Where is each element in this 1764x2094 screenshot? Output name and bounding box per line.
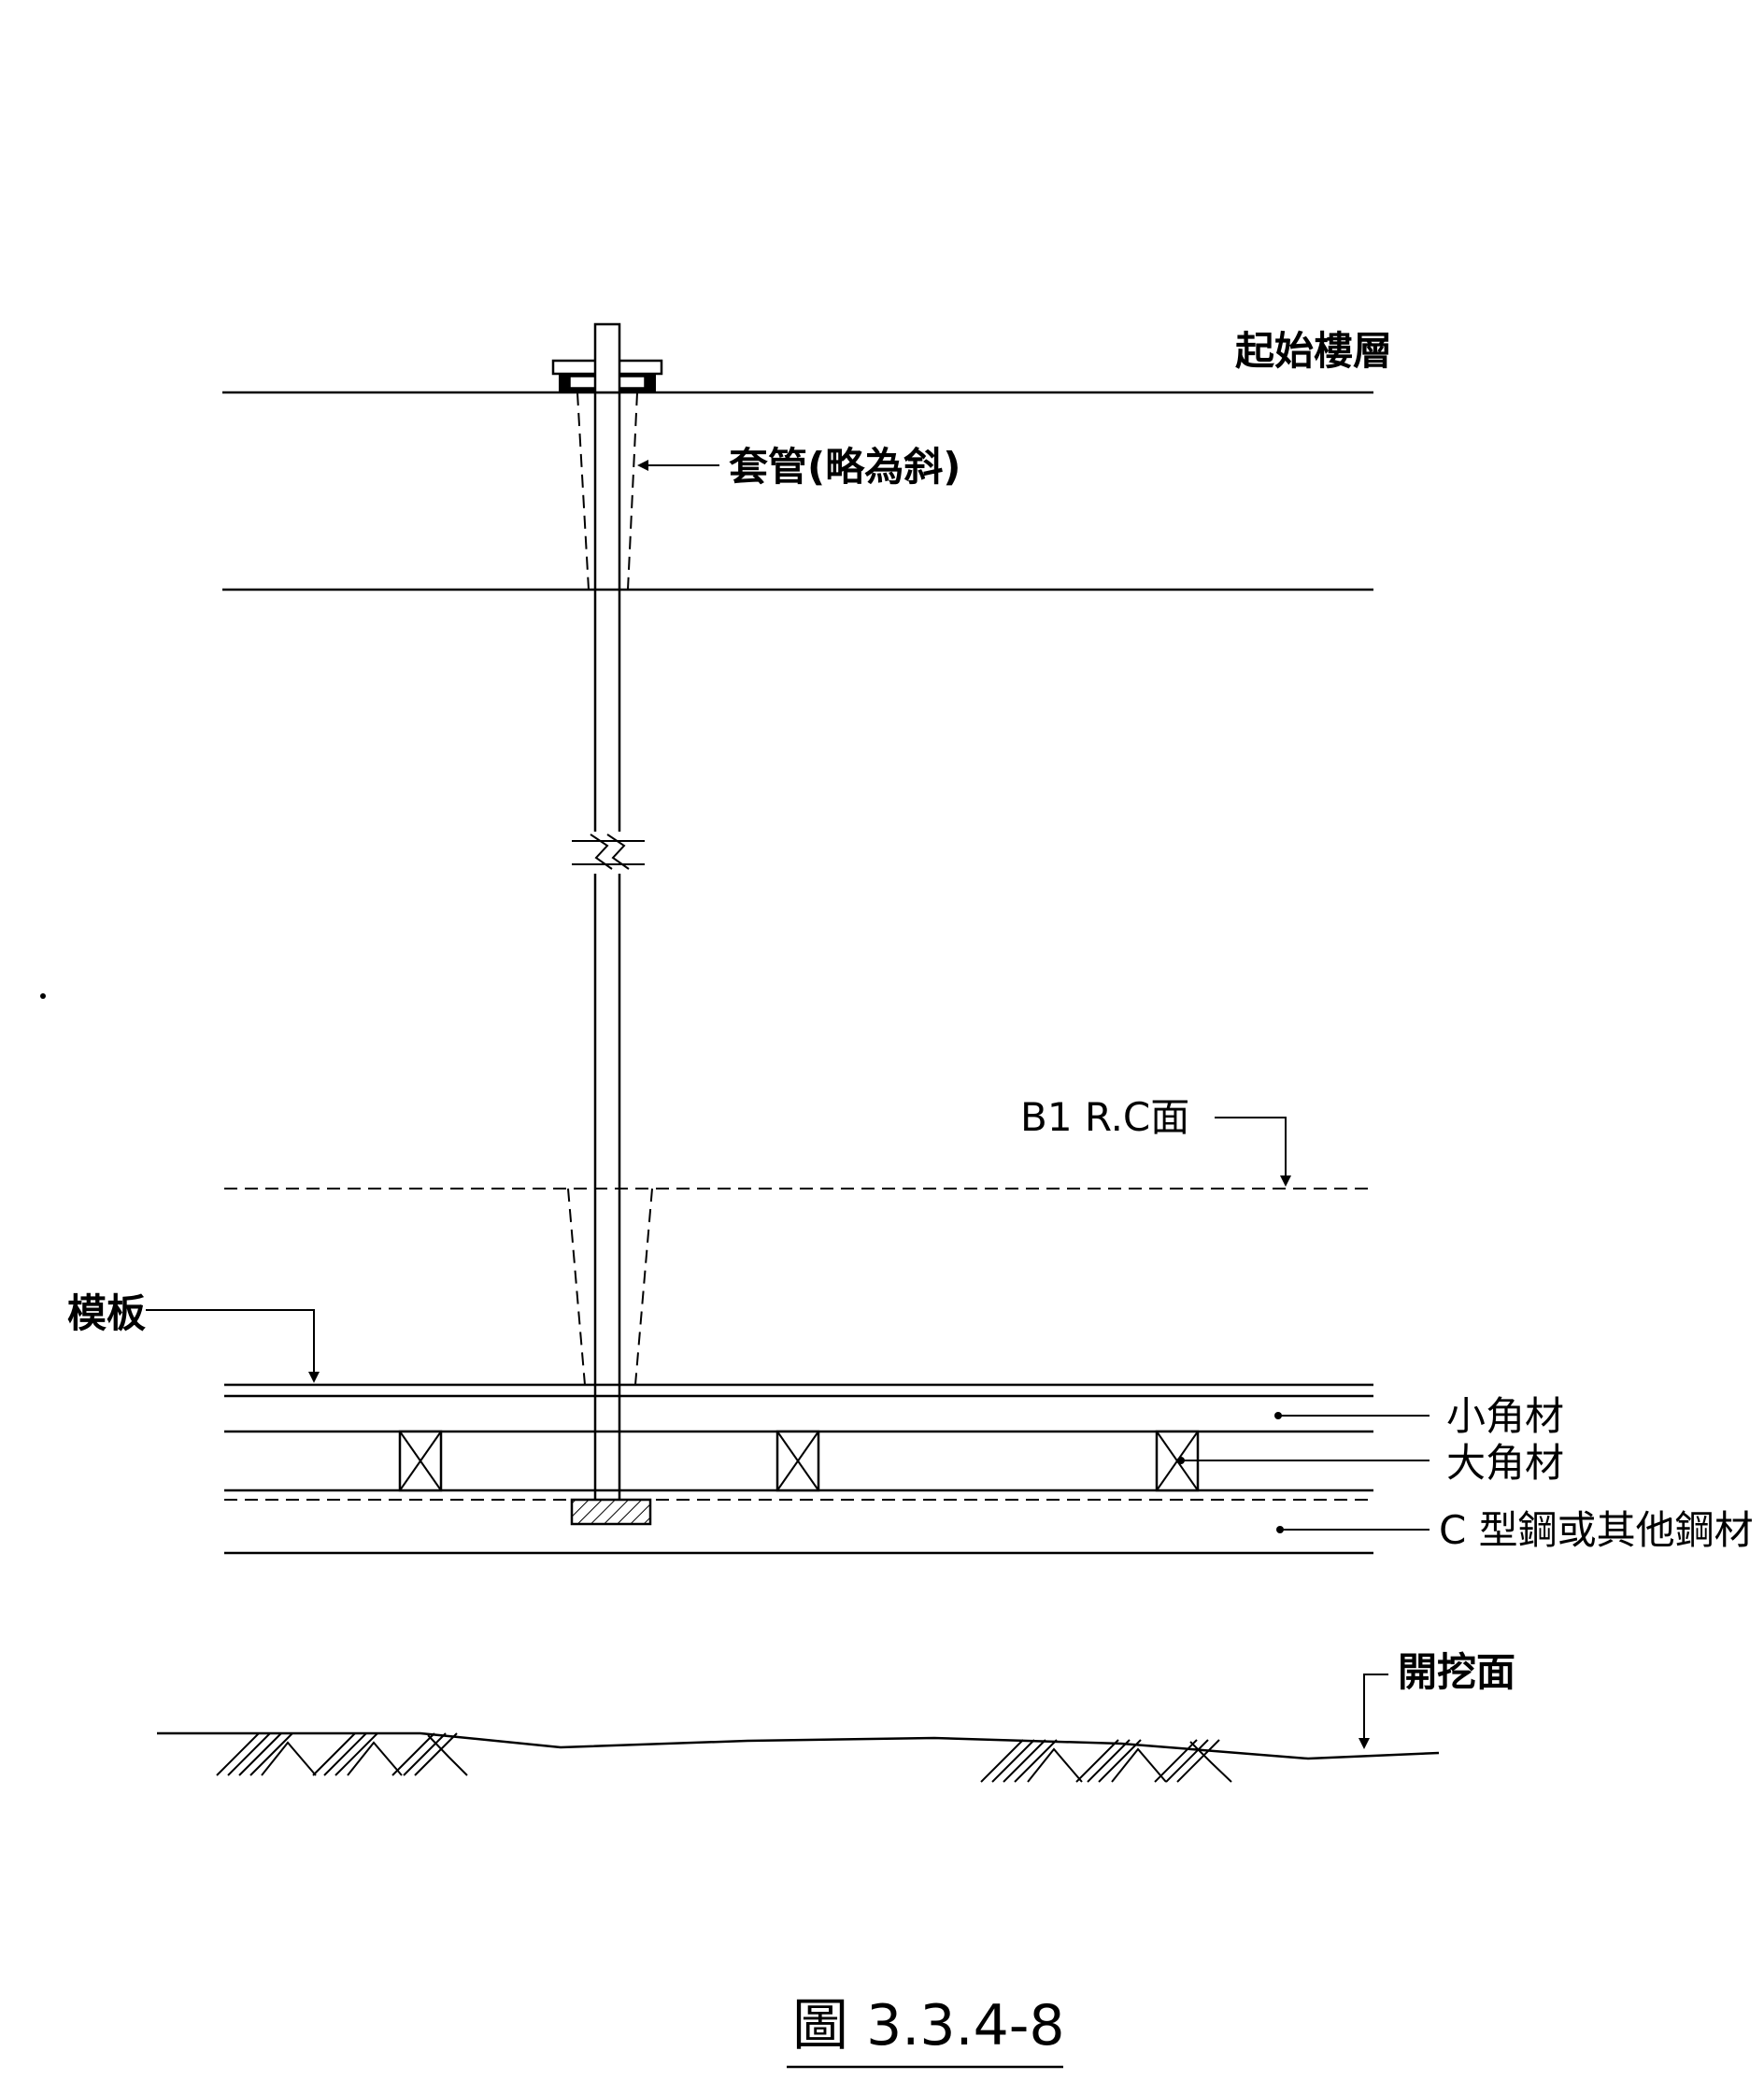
large-timber-block (398, 1430, 443, 1492)
bottom-anchor-plate (570, 1498, 652, 1526)
formwork-label: 模板 (67, 1290, 146, 1336)
b1-rc-leader-arrow (1215, 1117, 1291, 1187)
figure-caption: 圖 3.3.4-8 (792, 1993, 1065, 2058)
excavation-surface-label: 開挖面 (1398, 1649, 1515, 1695)
upper-sleeve (576, 392, 638, 591)
formwork-leader-arrow (146, 1309, 320, 1383)
soil-hatch-left (216, 1732, 468, 1776)
large-timber-block (775, 1430, 820, 1492)
large-timber-leader (1177, 1457, 1430, 1464)
lower-sleeve (567, 1188, 653, 1386)
soil-hatch-right (980, 1739, 1232, 1783)
excavation-surface-line (157, 1731, 1440, 1760)
excavation-leader-arrow (1359, 1674, 1388, 1749)
sleeve-label: 套管(略為斜) (729, 444, 960, 490)
stray-dot (40, 993, 46, 999)
small-timber-leader (1274, 1412, 1430, 1419)
start-floor-label: 起始樓層 (1235, 328, 1392, 374)
rod-break-symbol (572, 833, 645, 870)
c-steel-label: C 型鋼或其他鋼材 (1439, 1507, 1754, 1553)
b1-rc-surface-label: B1 R.C面 (1020, 1094, 1189, 1140)
large-timber-label: 大角材 (1446, 1440, 1564, 1486)
small-timber-label: 小角材 (1446, 1393, 1564, 1439)
c-steel-leader (1276, 1526, 1430, 1533)
